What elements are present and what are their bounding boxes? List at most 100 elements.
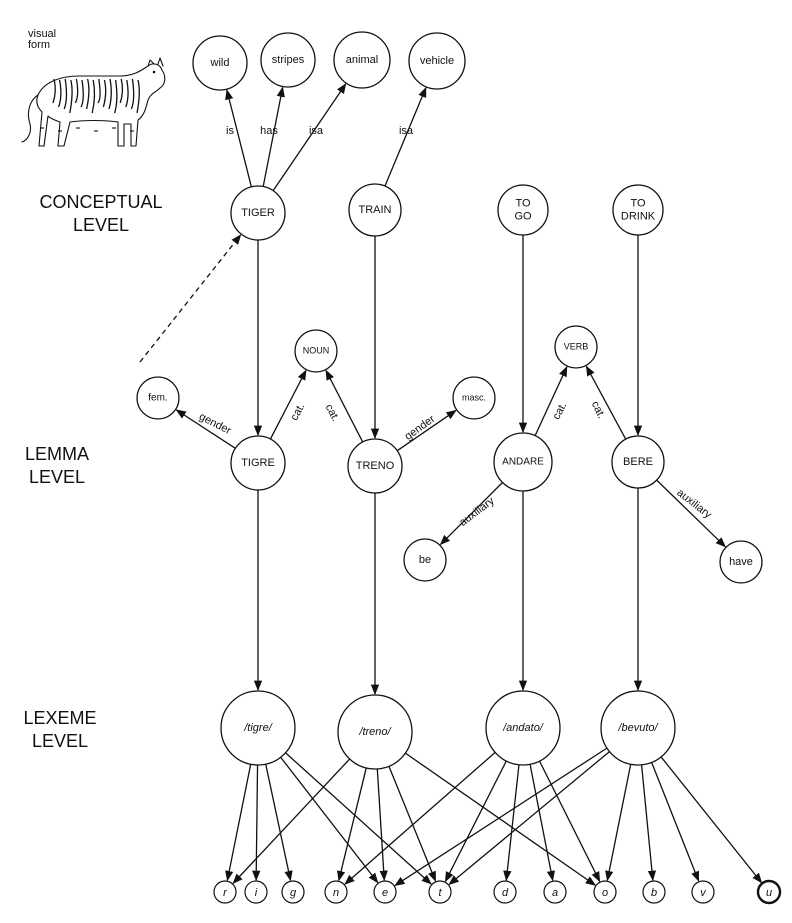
phoneme-label: u xyxy=(766,887,772,899)
lemma-node-verb-circle xyxy=(554,325,598,369)
tiger-ears xyxy=(147,57,164,67)
lemma-node-verb-label: VERB xyxy=(564,341,589,351)
phoneme-circle xyxy=(324,880,348,904)
phoneme-label: r xyxy=(223,887,228,899)
lemma-node-bere: BERE xyxy=(611,435,665,489)
phoneme-circle xyxy=(281,880,305,904)
phoneme-node-g: g xyxy=(281,880,305,904)
lemma-node-noun-label: NOUN xyxy=(303,345,330,355)
lemma-node-fem-label: fem. xyxy=(148,393,167,404)
phoneme-circle xyxy=(756,879,782,905)
lemma-node-tigre: TIGRE xyxy=(230,435,286,491)
lexeme-node-bevuto-label: /bevuto/ xyxy=(617,722,658,734)
lemma-node-andare-circle xyxy=(493,432,553,492)
lexeme-node-andato-circle xyxy=(485,690,561,766)
edge-bevuto-phoneme-o xyxy=(605,764,632,882)
concept-node-animal-circle xyxy=(333,31,391,89)
lemma-node-fem: fem. xyxy=(136,376,180,420)
edge-bevuto-phoneme-u xyxy=(660,756,763,884)
tiger-stripe xyxy=(113,79,118,114)
tiger-stripe xyxy=(91,79,96,114)
lemma-node-be-circle xyxy=(403,538,447,582)
phoneme-circle xyxy=(428,880,452,904)
phoneme-node-u: u xyxy=(756,879,782,905)
edge-treno-phoneme-t xyxy=(388,766,437,882)
tiger-stripe xyxy=(108,78,112,110)
tiger-stripe xyxy=(136,79,140,114)
tiger-stripe xyxy=(119,78,124,104)
tiger-stripe xyxy=(97,78,101,104)
edge-bevuto-phoneme-b xyxy=(640,764,657,882)
lemma-node-treno-circle xyxy=(347,438,403,494)
edge-andato-phoneme-n xyxy=(344,751,496,885)
phoneme-label: t xyxy=(438,887,442,899)
edge-train-vehicle xyxy=(384,86,427,187)
lemma-node-be: be xyxy=(403,538,447,582)
tiger-stripe xyxy=(74,78,79,104)
lemma-node-treno-label: TRENO xyxy=(356,460,395,472)
lemma-node-have-circle xyxy=(719,540,763,584)
edge-label-cat-bere: cat. xyxy=(589,399,608,420)
lemma-node-verb: VERB xyxy=(554,325,598,369)
edge-label-cat-andare: cat. xyxy=(550,400,569,421)
level-label-lemma: LEMMA xyxy=(25,444,89,464)
tiger-outline xyxy=(36,63,166,147)
phoneme-node-a: a xyxy=(543,880,567,904)
edge-label-cat-tigre: cat. xyxy=(288,401,307,422)
edge-andare-verb xyxy=(534,366,568,436)
tiger-icon xyxy=(21,57,166,147)
edge-treno-phoneme-o xyxy=(405,752,597,886)
lemma-node-bere-circle xyxy=(611,435,665,489)
edge-treno-noun xyxy=(325,369,364,443)
lexeme-node-tigre-circle xyxy=(220,690,296,766)
phoneme-label: a xyxy=(552,887,558,899)
lemma-node-noun-circle xyxy=(294,329,338,373)
concept-node-stripes: stripes xyxy=(260,32,316,88)
concept-node-stripes-label: stripes xyxy=(272,54,305,66)
concept-node-tiger-circle xyxy=(230,185,286,241)
edge-tigre-phoneme-r xyxy=(225,764,252,882)
phoneme-node-e: e xyxy=(373,880,397,904)
edge-andare-be xyxy=(439,482,503,546)
lemma-node-fem-circle xyxy=(136,376,180,420)
lexeme-node-tigre-label: /tigre/ xyxy=(243,722,272,734)
edge-andato-phoneme-a xyxy=(529,764,555,882)
concept-node-train: TRAIN xyxy=(348,183,402,237)
phoneme-circle xyxy=(373,880,397,904)
tiger-tail xyxy=(21,94,39,143)
concept-node-vehicle: vehicle xyxy=(408,32,466,90)
lemma-node-andare-label: ANDARE xyxy=(502,457,544,468)
edge-treno-phoneme-r xyxy=(232,758,351,885)
edges-layer xyxy=(139,83,763,887)
edge-label-isa-vehicle: isa xyxy=(399,125,414,137)
phoneme-circle xyxy=(593,880,617,904)
lemma-node-andare: ANDARE xyxy=(493,432,553,492)
lexeme-node-andato-label: /andato/ xyxy=(502,722,544,734)
lexeme-node-treno-circle xyxy=(337,694,413,770)
edge-bevuto-phoneme-e xyxy=(394,747,608,887)
lemma-node-treno: TRENO xyxy=(347,438,403,494)
phoneme-node-b: b xyxy=(642,880,666,904)
lemma-node-be-label: be xyxy=(419,554,431,566)
tiger-stripe xyxy=(102,79,107,108)
phoneme-node-t: t xyxy=(428,880,452,904)
phoneme-node-o: o xyxy=(593,880,617,904)
phoneme-circle xyxy=(543,880,567,904)
concept-node-train-circle xyxy=(348,183,402,237)
lemma-node-have: have xyxy=(719,540,763,584)
lexeme-node-tigre: /tigre/ xyxy=(220,690,296,766)
phoneme-node-r: r xyxy=(213,880,237,904)
phoneme-label: o xyxy=(602,887,608,899)
tiger-stripe xyxy=(69,79,73,114)
concept-node-to-drink-circle xyxy=(612,184,664,236)
level-label-lemma: LEVEL xyxy=(29,467,85,487)
tiger-stripe xyxy=(80,79,84,108)
concept-node-wild-label: wild xyxy=(210,57,230,69)
lexeme-node-andato: /andato/ xyxy=(485,690,561,766)
edge-treno-masc xyxy=(396,409,457,452)
edge-treno-phoneme-e xyxy=(376,768,388,882)
phoneme-circle xyxy=(493,880,517,904)
phoneme-label: e xyxy=(382,887,388,899)
